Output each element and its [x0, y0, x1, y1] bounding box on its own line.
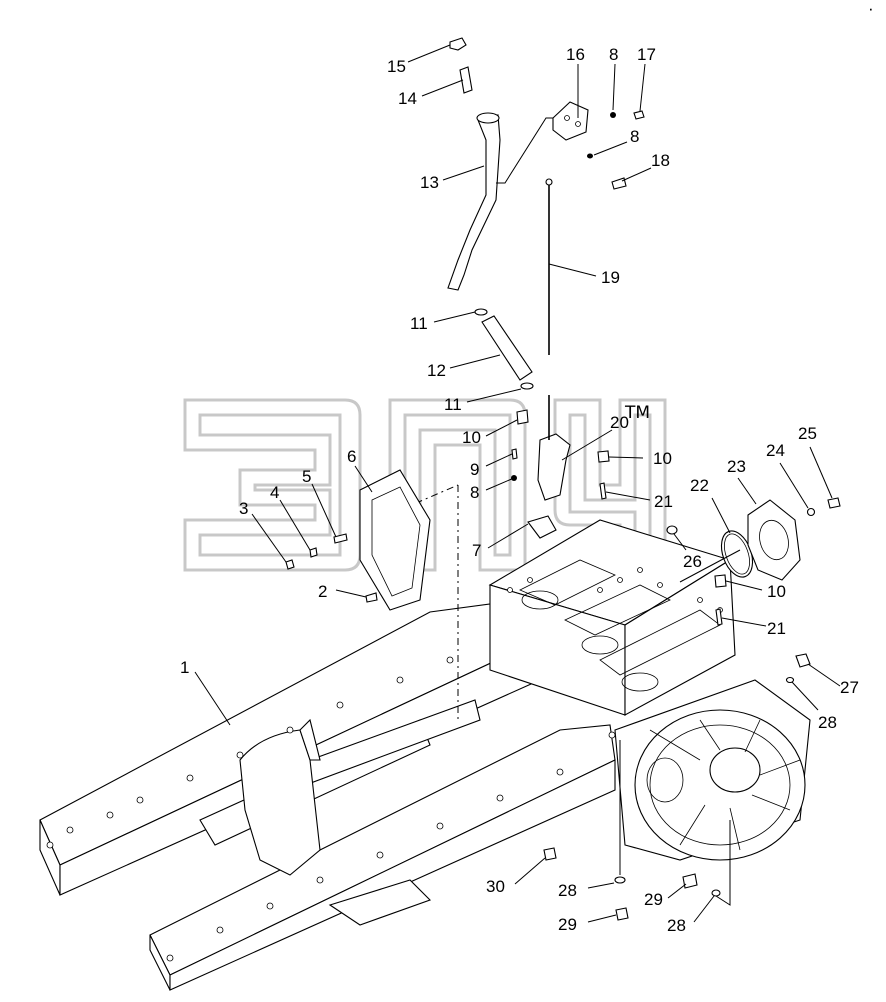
part-10-plug-c	[714, 574, 727, 588]
part-27-plug	[795, 653, 811, 668]
part-16-bracket	[552, 101, 589, 141]
part-3-nut	[285, 559, 295, 570]
callout-13: 13	[420, 173, 439, 192]
part-30-plug	[543, 847, 557, 861]
callout-25: 25	[798, 424, 817, 443]
callout-15: 15	[387, 57, 406, 76]
part-7-flange	[527, 515, 557, 539]
part-10-plug-b	[597, 450, 610, 463]
callout-7: 7	[472, 541, 481, 560]
callout-2: 2	[318, 582, 327, 601]
callout-20: 20	[610, 413, 629, 432]
callout-10c: 10	[767, 582, 786, 601]
callout-3: 3	[239, 499, 248, 518]
part-25-bolt	[827, 497, 841, 509]
callout-29a: 29	[558, 915, 577, 934]
part-11-clamp-b	[520, 382, 534, 390]
callout-5: 5	[302, 467, 311, 486]
callout-29b: 29	[644, 890, 663, 909]
part-20-guide-tube	[537, 433, 571, 501]
callout-23: 23	[727, 457, 746, 476]
part-21-dowel-a	[599, 482, 607, 500]
callout-6: 6	[347, 447, 356, 466]
callout-12: 12	[427, 361, 446, 380]
frame-bolt-holes	[46, 567, 723, 962]
part-28-washer-b	[614, 876, 626, 884]
part-12-hose	[481, 315, 533, 381]
part-28-washer-a	[785, 676, 795, 684]
part-4-washer	[309, 547, 318, 558]
part-9-pin	[511, 448, 518, 460]
part-17-bolt	[633, 110, 645, 120]
callout-4: 4	[270, 483, 279, 502]
part-8-washer-a	[610, 112, 616, 118]
corner-mark: ·	[868, 0, 874, 18]
callout-30: 30	[486, 877, 505, 896]
part-14-pin	[459, 66, 473, 94]
callout-21b: 21	[767, 619, 786, 638]
watermark-trademark: TM	[624, 403, 650, 423]
callout-27: 27	[840, 678, 859, 697]
callout-26: 26	[683, 552, 702, 571]
callout-28c: 28	[667, 916, 686, 935]
part-23-cover	[747, 499, 801, 581]
part-29-plug-b	[682, 873, 698, 889]
callout-8b: 8	[630, 127, 639, 146]
callout-8c: 8	[470, 483, 479, 502]
part-11-clamp-a	[474, 308, 488, 316]
callout-17: 17	[637, 45, 656, 64]
part-6-gasket	[359, 469, 431, 611]
part-15-cap	[449, 37, 467, 51]
part-28-washer-c	[711, 889, 721, 897]
callout-22: 22	[690, 476, 709, 495]
part-29-plug-a	[615, 907, 629, 921]
callout-11b: 11	[444, 395, 462, 414]
callout-1: 1	[180, 658, 189, 677]
callout-18: 18	[651, 151, 670, 170]
callout-28a: 28	[818, 713, 837, 732]
part-10-plug-a	[516, 409, 529, 425]
callout-24: 24	[766, 441, 785, 460]
small-parts	[285, 37, 841, 921]
callout-14: 14	[398, 89, 417, 108]
part-8-washer-b	[587, 153, 593, 159]
callout-9: 9	[470, 460, 479, 479]
part-13-filler-tube	[447, 114, 501, 291]
callout-labels: 1 2 3 4 5 6 7 8 8 8 9 10 10 10 11 11 12 …	[180, 45, 859, 935]
callout-19: 19	[601, 268, 620, 287]
callout-8a: 8	[609, 45, 618, 64]
part-24-washer	[806, 507, 816, 517]
part-2-bolt	[365, 592, 378, 603]
callout-28b: 28	[558, 881, 577, 900]
callout-21a: 21	[654, 492, 673, 511]
part-21-dowel-b	[715, 608, 723, 626]
part-26-plug	[666, 525, 678, 535]
leader-lines	[194, 44, 841, 923]
part-5-stud	[333, 533, 348, 544]
callout-10b: 10	[653, 449, 672, 468]
callout-16: 16	[566, 45, 585, 64]
main-frame	[39, 484, 811, 991]
callout-10a: 10	[462, 428, 481, 447]
callout-11a: 11	[410, 314, 428, 333]
